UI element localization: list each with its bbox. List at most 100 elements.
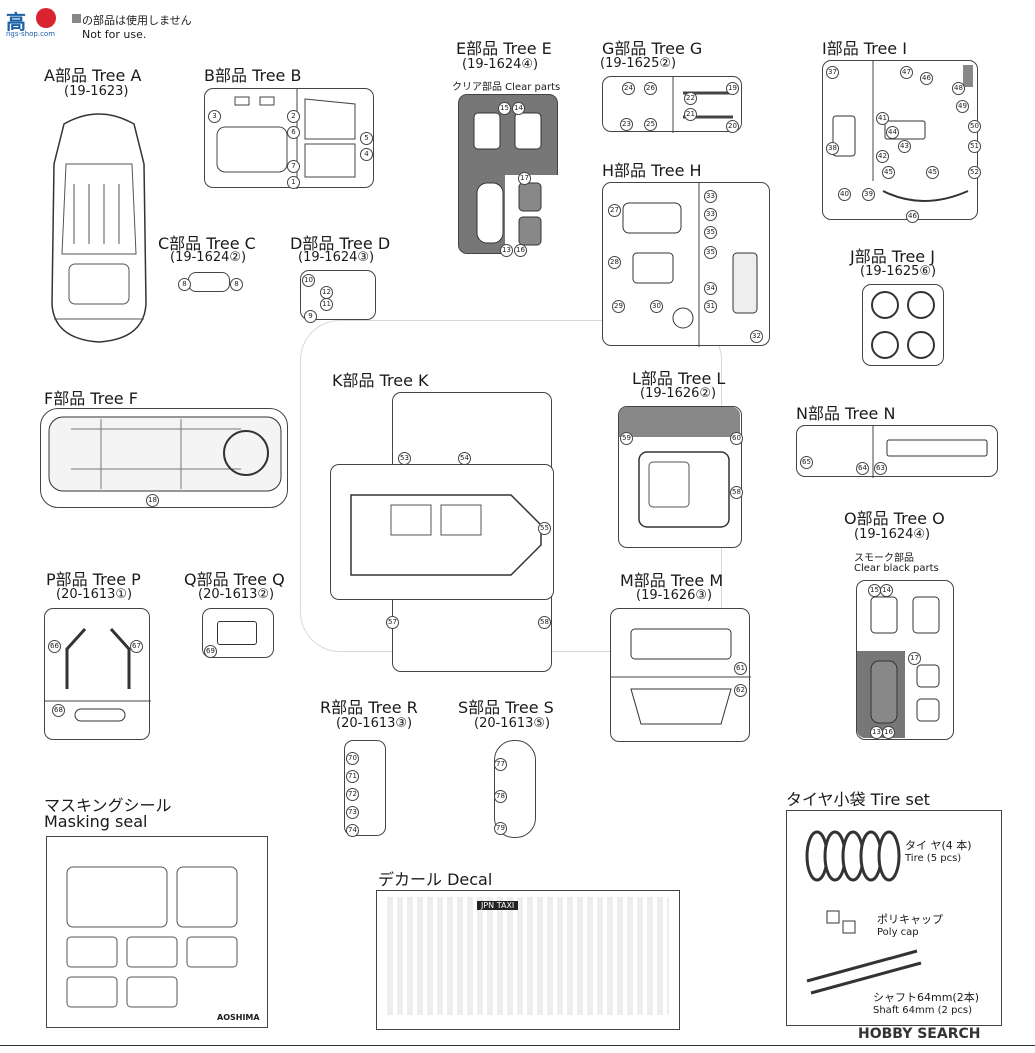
part-number-h: 33 bbox=[704, 190, 717, 203]
tree-c-code: (19-1624②) bbox=[170, 250, 247, 265]
part-number-p: 68 bbox=[52, 704, 65, 717]
part-number-i: 47 bbox=[900, 66, 913, 79]
part-number-i: 45 bbox=[882, 166, 895, 179]
tree-s-frame bbox=[494, 740, 536, 838]
part-number-i: 39 bbox=[862, 188, 875, 201]
tree-g-label: G部品 Tree G bbox=[602, 39, 703, 58]
tire-label-en: Tire (5 pcs) bbox=[905, 853, 962, 864]
part-number-i: 48 bbox=[952, 82, 965, 95]
part-number-k: 57 bbox=[386, 616, 399, 629]
tree-d-label: D部品 Tree D bbox=[290, 234, 391, 253]
part-number-o: 16 bbox=[882, 726, 895, 739]
part-number-b: 3 bbox=[208, 110, 221, 123]
part-number-i: 42 bbox=[876, 150, 889, 163]
part-number-l: 59 bbox=[620, 432, 633, 445]
tree-o-code: (19-1624④) bbox=[854, 527, 931, 542]
tireset-title: タイヤ小袋 Tire set bbox=[786, 790, 930, 809]
part-number-e: 13 bbox=[500, 244, 513, 257]
part-number-i: 46 bbox=[920, 72, 933, 85]
part-number-b: 4 bbox=[360, 148, 373, 161]
part-number-q: 69 bbox=[204, 645, 217, 658]
tree-h-frame bbox=[602, 182, 770, 347]
tree-e-label: E部品 Tree E bbox=[456, 39, 552, 58]
part-number-h: 32 bbox=[750, 330, 763, 343]
tree-m-label: M部品 Tree M bbox=[620, 571, 724, 590]
tree-l-label: L部品 Tree L bbox=[632, 369, 726, 388]
part-number-i: 52 bbox=[968, 166, 981, 179]
masking-title-jp: マスキングシール bbox=[44, 796, 172, 815]
part-number-i: 43 bbox=[898, 140, 911, 153]
part-number-g: 23 bbox=[620, 118, 633, 131]
not-used-jp: の部品は使用しません bbox=[82, 14, 192, 27]
part-number-i: 38 bbox=[826, 142, 839, 155]
part-number-b: 6 bbox=[287, 126, 300, 139]
part-number-s: 78 bbox=[494, 790, 507, 803]
part-number-o: 14 bbox=[880, 584, 893, 597]
part-number-b: 1 bbox=[287, 176, 300, 189]
tree-j-frame bbox=[862, 284, 944, 366]
part-number-m: 62 bbox=[734, 684, 747, 697]
part-number-m: 61 bbox=[734, 662, 747, 675]
tree-n-frame bbox=[796, 425, 998, 478]
not-used-en: Not for use. bbox=[82, 28, 147, 41]
part-number-i: 40 bbox=[838, 188, 851, 201]
part-number-s: 79 bbox=[494, 822, 507, 835]
tree-s-code: (20-1613⑤) bbox=[474, 716, 551, 731]
tree-p-code: (20-1613①) bbox=[56, 587, 133, 602]
part-number-b: 2 bbox=[287, 110, 300, 123]
aoshima-brand: AOSHIMA bbox=[217, 1013, 260, 1022]
tree-o-frame bbox=[856, 580, 954, 740]
part-number-s: 77 bbox=[494, 758, 507, 771]
part-number-f: 18 bbox=[146, 494, 159, 507]
part-number-h: 28 bbox=[608, 256, 621, 269]
tree-c-label: C部品 Tree C bbox=[158, 234, 256, 253]
part-number-p: 67 bbox=[130, 640, 143, 653]
tree-i-label: I部品 Tree I bbox=[822, 39, 907, 58]
logo-mark bbox=[36, 8, 56, 28]
tree-k-label: K部品 Tree K bbox=[332, 371, 429, 390]
tree-o-note-jp: スモーク部品 bbox=[854, 553, 914, 564]
shaft-label-en: Shaft 64mm (2 pcs) bbox=[873, 1005, 973, 1016]
tire-label-jp: タイ ヤ(4 本) bbox=[905, 839, 972, 852]
part-number-h: 35 bbox=[704, 226, 717, 239]
part-number-h: 31 bbox=[704, 300, 717, 313]
part-number-n: 65 bbox=[800, 456, 813, 469]
part-number-o: 13 bbox=[870, 726, 883, 739]
part-number-k: 53 bbox=[398, 452, 411, 465]
part-number-r: 74 bbox=[346, 824, 359, 837]
part-number-b: 7 bbox=[287, 160, 300, 173]
tree-r-code: (20-1613③) bbox=[336, 716, 413, 731]
part-number-k: 54 bbox=[458, 452, 471, 465]
tree-a-code: (19-1623) bbox=[64, 84, 129, 99]
tree-p-frame bbox=[44, 608, 151, 740]
tree-j-label: J部品 Tree J bbox=[850, 247, 935, 266]
polycap-label-jp: ポリキャップ bbox=[877, 913, 943, 926]
part-number-n: 64 bbox=[856, 462, 869, 475]
tree-m-code: (19-1626③) bbox=[636, 588, 713, 603]
part-number-o: 17 bbox=[908, 652, 921, 665]
tree-n-label: N部品 Tree N bbox=[796, 404, 896, 423]
part-number-e: 17 bbox=[518, 172, 531, 185]
tree-h-label: H部品 Tree H bbox=[602, 161, 702, 180]
hobbysearch-logo: HOBBY SEARCH bbox=[858, 1026, 981, 1042]
part-number-i: 44 bbox=[886, 126, 899, 139]
part-number-i: 49 bbox=[956, 100, 969, 113]
part-number-g: 19 bbox=[726, 82, 739, 95]
tree-b-frame bbox=[204, 88, 374, 189]
part-number-h: 33 bbox=[704, 208, 717, 221]
part-number-h: 34 bbox=[704, 282, 717, 295]
part-number-g: 21 bbox=[684, 108, 697, 121]
tree-e-frame bbox=[458, 94, 559, 255]
part-number-l: 58 bbox=[730, 486, 743, 499]
part-number-h: 29 bbox=[612, 300, 625, 313]
part-number-g: 22 bbox=[684, 92, 697, 105]
part-number-i: 45 bbox=[926, 166, 939, 179]
tree-f-frame bbox=[40, 408, 288, 508]
decal-taxi-logo: JPN TAXI bbox=[477, 901, 519, 910]
part-number-e: 15 bbox=[498, 102, 511, 115]
tree-q-code: (20-1613②) bbox=[198, 587, 275, 602]
logo-sub: ngs-shop.com bbox=[6, 30, 56, 38]
not-used-swatch bbox=[72, 14, 81, 23]
part-number-g: 26 bbox=[644, 82, 657, 95]
tree-c-part bbox=[188, 272, 230, 292]
